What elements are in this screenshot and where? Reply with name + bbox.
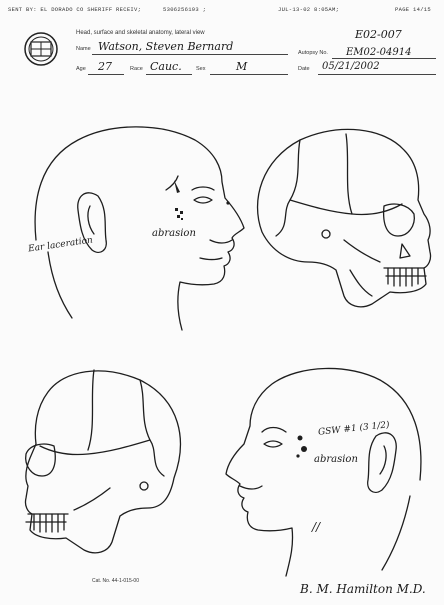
age-label: Age bbox=[76, 66, 86, 72]
race-line bbox=[146, 74, 192, 75]
autopsy-label: Autopsy No. bbox=[298, 50, 328, 56]
abrasion-annotation-bottom: abrasion bbox=[314, 454, 358, 465]
head-surface-lateral-right bbox=[35, 127, 244, 330]
physician-signature: B. M. Hamilton M.D. bbox=[300, 582, 426, 596]
ear-laceration-annotation: Ear laceration bbox=[28, 236, 94, 255]
autopsy-value: EM02-04914 bbox=[346, 47, 411, 58]
injury-marks-bottom bbox=[296, 436, 307, 458]
autopsy-line bbox=[332, 58, 436, 59]
date-label: Date bbox=[298, 66, 310, 72]
skull-lateral-left bbox=[25, 370, 180, 553]
date-line bbox=[318, 74, 436, 75]
fax-datetime: JUL-13-02 8:05AM; bbox=[278, 6, 339, 13]
abrasion-annotation-top: abrasion bbox=[152, 228, 196, 239]
fax-phone: 5306256193 ; bbox=[163, 6, 206, 13]
marks-annotation: // bbox=[312, 520, 320, 534]
race-value: Cauc. bbox=[150, 60, 182, 73]
skull-lateral-right bbox=[258, 129, 431, 306]
date-value: 05/21/2002 bbox=[322, 61, 380, 72]
name-line bbox=[92, 54, 288, 55]
catalog-number: Cat. No. 44-1-015-00 bbox=[92, 578, 139, 584]
fax-sender: SENT BY: EL DORADO CO SHERIFF RECEIV; bbox=[8, 6, 141, 13]
age-value: 27 bbox=[98, 60, 112, 73]
sex-label: Sex bbox=[196, 66, 205, 72]
fax-page: PAGE 14/15 bbox=[395, 6, 431, 13]
form-title: Head, surface and skeletal anatomy, late… bbox=[76, 30, 205, 36]
case-number: E02-007 bbox=[355, 28, 402, 41]
gsw-annotation: GSW #1 (3 1/2) bbox=[318, 420, 390, 437]
race-label: Race bbox=[130, 66, 143, 72]
sex-value: M bbox=[236, 60, 247, 73]
injury-marks-top bbox=[174, 180, 230, 220]
name-value: Watson, Steven Bernard bbox=[98, 40, 233, 53]
name-label: Name bbox=[76, 46, 91, 52]
head-surface-lateral-left bbox=[226, 368, 421, 576]
age-line bbox=[88, 74, 124, 75]
sex-line bbox=[210, 74, 288, 75]
